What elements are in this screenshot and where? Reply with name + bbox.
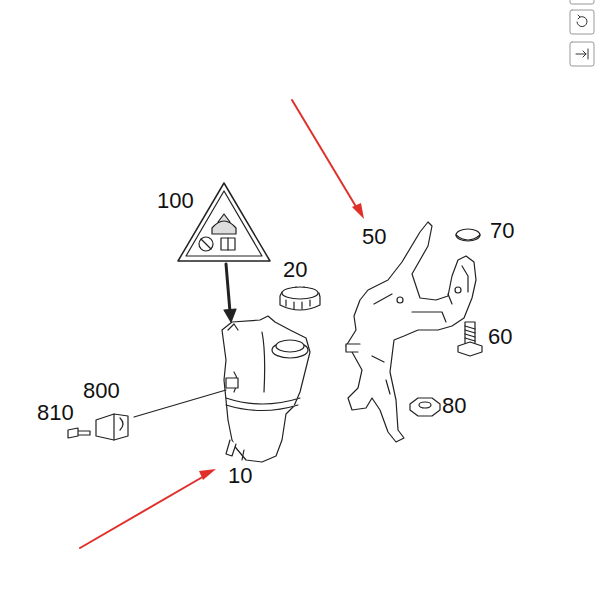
nut — [410, 398, 440, 416]
callout-number: 50 — [362, 226, 386, 248]
callout-number: 20 — [283, 259, 307, 281]
callout-number: 800 — [83, 380, 120, 402]
callout-number: 100 — [157, 190, 194, 212]
callout-number: 80 — [442, 395, 466, 417]
coolant-reservoir — [222, 316, 310, 462]
callout-number: 70 — [490, 220, 514, 242]
callout-number: 810 — [37, 402, 74, 424]
callout-number: 60 — [488, 326, 512, 348]
bolt — [458, 322, 482, 356]
leader-line — [134, 390, 226, 417]
bracket — [346, 222, 476, 442]
toolbar — [570, 0, 594, 66]
pointer-arrows — [80, 100, 364, 548]
callout-number: 10 — [228, 465, 252, 487]
sensor-parts — [68, 414, 128, 440]
plug — [456, 229, 480, 241]
filler-cap — [280, 287, 320, 310]
